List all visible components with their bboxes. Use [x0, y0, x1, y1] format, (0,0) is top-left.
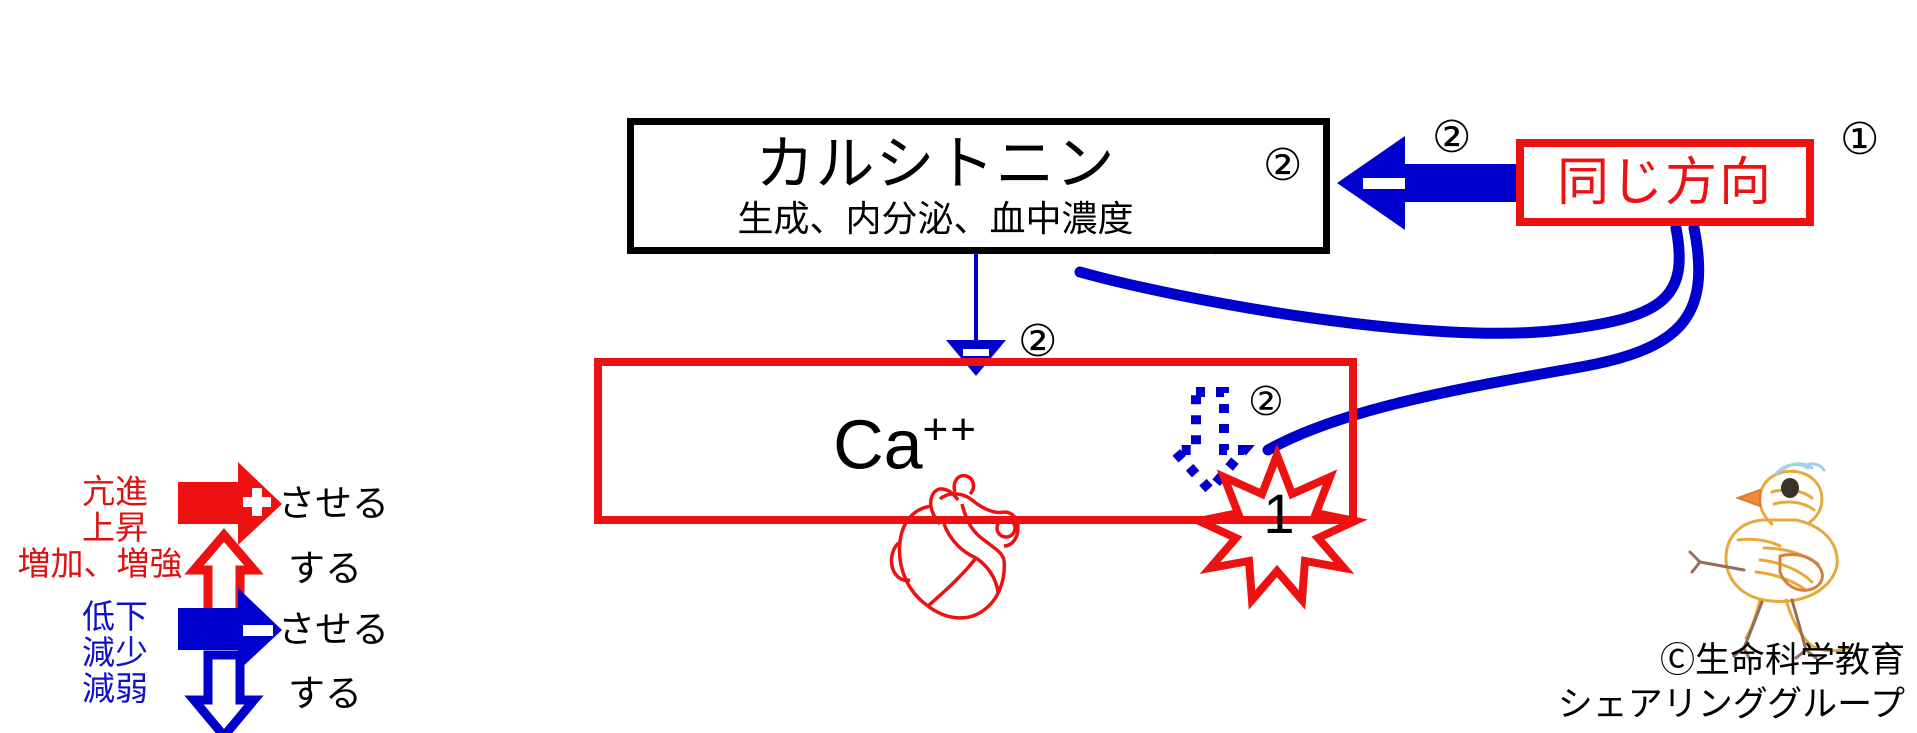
calcitonin-to-calcium-minus-sign [963, 349, 989, 356]
calcium-symbol: Ca [833, 405, 923, 484]
inhibit-arrow-marker-number: ② [1432, 113, 1472, 162]
legend-result-blue-1: させる [278, 609, 389, 650]
footer-line-2: シェアリンググループ [1557, 685, 1905, 724]
calcium-inhibit-marker-number: ② [1018, 317, 1058, 366]
legend-term-blue-2: 減少 [82, 634, 148, 671]
chick-icon [1688, 462, 1850, 662]
legend-term-blue-1: 低下 [82, 598, 148, 635]
inhibit-block-arrow-left [1337, 136, 1530, 230]
legend-term-red-3: 増加、増強 [17, 545, 183, 582]
calcitonin-subtitle: 生成、内分泌、血中濃度 [737, 198, 1134, 239]
legend-term-blue-3: 減弱 [82, 670, 148, 707]
calcium-charge: ++ [922, 405, 978, 454]
legend-term-red-1: 亢進 [82, 473, 148, 510]
same-direction-box: 同じ方向 [1516, 139, 1814, 226]
calcium-box: Ca++ [594, 358, 1357, 524]
footer-line-1: Ⓒ生命科学教育 [1659, 641, 1905, 680]
legend-term-red-2: 上昇 [82, 509, 148, 546]
burst-number-label: 1 [1263, 482, 1295, 545]
legend-result-red-2: する [288, 548, 362, 589]
same-direction-marker-number: ① [1840, 115, 1880, 164]
feedback-curve-upper [1074, 222, 1685, 339]
calcitonin-title: カルシトニン [755, 131, 1116, 197]
same-direction-label: 同じ方向 [1556, 153, 1773, 212]
legend-result-red-1: させる [278, 483, 389, 524]
legend-result-blue-2: する [288, 673, 362, 714]
legend: 亢進 上昇 増加、増強 させる する 低下 減少 減弱 させる する [0, 474, 420, 724]
calcitonin-marker-number: ② [1263, 141, 1303, 190]
solid-right-arrow-red [178, 462, 282, 545]
feedback-curve-lower [1262, 222, 1705, 456]
solid-right-arrow-blue [178, 588, 282, 671]
burst-marker-1 [1186, 443, 1368, 610]
calcium-arrow-marker-number: ② [1248, 380, 1284, 424]
calcium-label: Ca++ [602, 394, 1349, 480]
footer-credit: Ⓒ生命科学教育 シェアリンググループ [1558, 639, 1905, 727]
hollow-down-arrow-blue-legend [184, 650, 264, 733]
calcitonin-box: カルシトニン 生成、内分泌、血中濃度 [627, 118, 1330, 254]
